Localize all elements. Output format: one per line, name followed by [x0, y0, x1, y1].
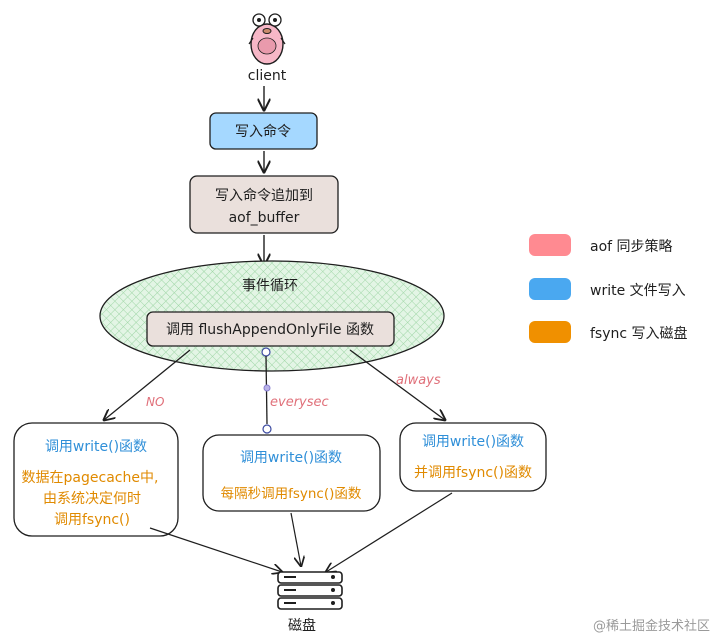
- branch-handle-top: [261, 347, 271, 357]
- edge-no-to-disk: [149, 527, 282, 572]
- strategy-everysec-line1: 每隔秒调用fsync()函数: [221, 486, 362, 502]
- branch-handle-mid: [263, 384, 271, 392]
- append-buffer-label-2: aof_buffer: [229, 210, 300, 226]
- strategy-no-title: 调用write()函数: [45, 439, 147, 455]
- legend-label-fsync: fsync 写入磁盘: [590, 325, 688, 342]
- strategy-everysec-box: 调用write()函数 每隔秒调用fsync()函数: [202, 434, 381, 512]
- legend: aof 同步策略 write 文件写入 fsync 写入磁盘: [529, 234, 688, 343]
- write-command-label: 写入命令: [235, 123, 291, 140]
- event-loop-label: 事件循环: [242, 278, 298, 294]
- edge-everysec-to-disk: [290, 512, 301, 566]
- edge-everysec-label: everysec: [270, 395, 329, 410]
- legend-swatch-strategy: [529, 234, 571, 256]
- strategy-always-line1: 并调用fsync()函数: [414, 465, 532, 481]
- append-buffer-label-1: 写入命令追加到: [215, 187, 313, 204]
- branch-handle-bottom: [262, 424, 272, 434]
- disk-label: 磁盘: [288, 617, 316, 634]
- edge-always: [349, 349, 445, 420]
- watermark: @稀土掘金技术社区: [593, 618, 710, 634]
- edge-no-label: NO: [146, 395, 164, 409]
- gopher-icon: [248, 13, 286, 65]
- edge-always-to-disk: [326, 492, 453, 572]
- strategy-no-line3: 调用fsync(): [54, 512, 130, 528]
- legend-label-write: write 文件写入: [590, 283, 686, 299]
- legend-swatch-fsync: [529, 321, 571, 343]
- strategy-no-box: 调用write()函数 数据在pagecache中, 由系统决定何时 调用fsy…: [13, 422, 179, 537]
- flush-function-node: 调用 flushAppendOnlyFile 函数: [146, 311, 395, 347]
- edge-no: [104, 349, 191, 420]
- append-buffer-node: 写入命令追加到 aof_buffer: [189, 175, 339, 234]
- strategy-no-line1: 数据在pagecache中,: [22, 470, 159, 486]
- flush-function-label: 调用 flushAppendOnlyFile 函数: [166, 322, 374, 338]
- strategy-everysec-title: 调用write()函数: [240, 450, 342, 466]
- disk-icon: [277, 571, 343, 610]
- strategy-always-box: 调用write()函数 并调用fsync()函数: [399, 422, 547, 492]
- edge-always-label: always: [396, 373, 441, 388]
- strategy-always-title: 调用write()函数: [422, 434, 524, 450]
- strategy-no-line2: 由系统决定何时: [43, 491, 141, 507]
- legend-label-strategy: aof 同步策略: [590, 238, 673, 255]
- client-label: client: [248, 68, 287, 84]
- write-command-node: 写入命令: [209, 112, 318, 150]
- legend-swatch-write: [529, 278, 571, 300]
